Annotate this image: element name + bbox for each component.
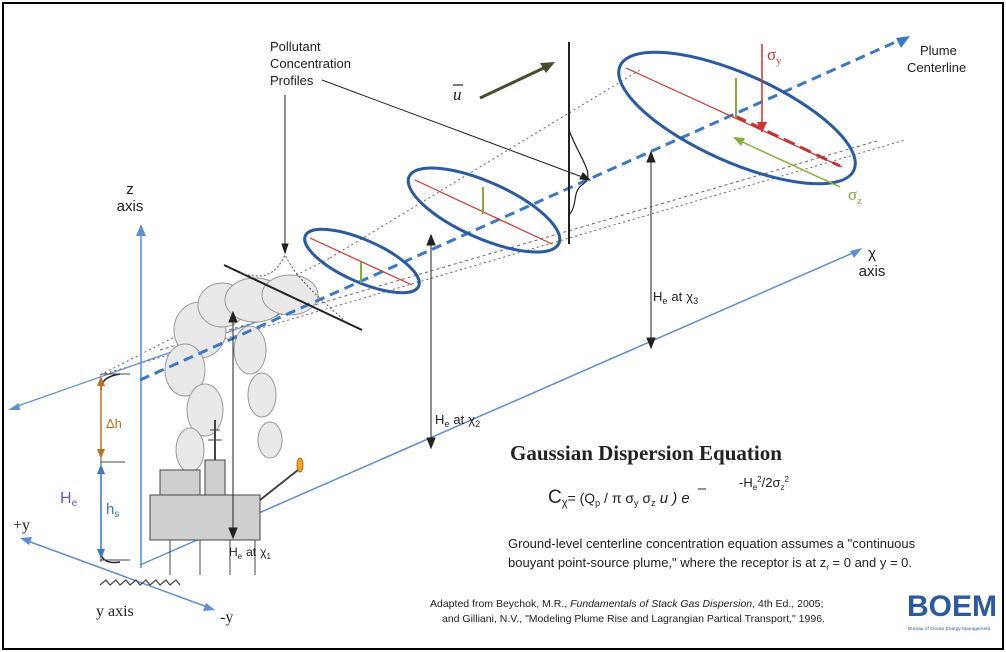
minus-y-label: -y [220,609,233,626]
pollutant-pointers [281,79,592,255]
delta-h-label: Δh [106,416,122,431]
concentration-profile-2 [568,42,589,244]
offshore-platform [149,420,299,575]
he-label: He [60,490,78,509]
plus-y-label: +y [13,517,30,534]
z-axis-label-bottom: axis [117,198,144,215]
plume-centerline-label-1: Plume [920,43,957,58]
plume-centerline-label-2: Centerline [907,60,966,75]
y-axis-label: y axis [96,603,134,620]
equation-title: Gaussian Dispersion Equation [510,441,782,465]
concentration-profile-1 [223,253,363,331]
pollutant-label-3: Profiles [270,73,314,88]
ground-line [99,579,181,586]
wind-label: u [453,85,462,104]
z-axis-line [136,224,146,568]
plume-crosssection-3 [617,50,857,186]
boem-logo-subtitle: Bureau of Ocean Energy Management [908,626,991,632]
citation-line-1: Adapted from Beychok, M.R., Fundamentals… [430,598,823,610]
equation-exponent: -He2/2σz2 [739,475,790,492]
flare-icon [296,457,304,473]
plume-crosssection-2 [406,166,562,254]
equation-formula: Cχ= (Qp / π σy σz u ) e [548,487,690,509]
description-line-2: bouyant point-source plume," where the r… [508,555,912,572]
y-axis-line [20,537,215,611]
pollutant-label-2: Concentration [270,56,351,71]
x-axis-label-bottom: axis [859,263,886,280]
wind-arrow [479,62,555,100]
boem-logo-text: BOEM [907,590,997,623]
description-line-1: Ground-level centerline concentration eq… [508,536,916,551]
sigma-y-arrow [757,44,767,133]
z-axis-label-top: z [126,181,134,198]
height-bracket [97,373,130,564]
plume-centerline [139,36,910,382]
sigma-z-arrow [733,137,841,188]
sigma-z-label: σz [848,185,862,207]
pollutant-label-1: Pollutant [270,39,321,54]
plume-crosssection-1 [303,227,421,295]
sigma-y-label: σy [767,45,782,67]
x-axis-label-top: χ [868,245,876,262]
he-arrows [228,150,656,540]
hs-label: hs [106,501,119,520]
boem-logo: BOEM Bureau of Ocean Energy Management [907,590,997,632]
citation-line-2: and Gilliani, N.V., "Modeling Plume Rise… [442,613,825,625]
